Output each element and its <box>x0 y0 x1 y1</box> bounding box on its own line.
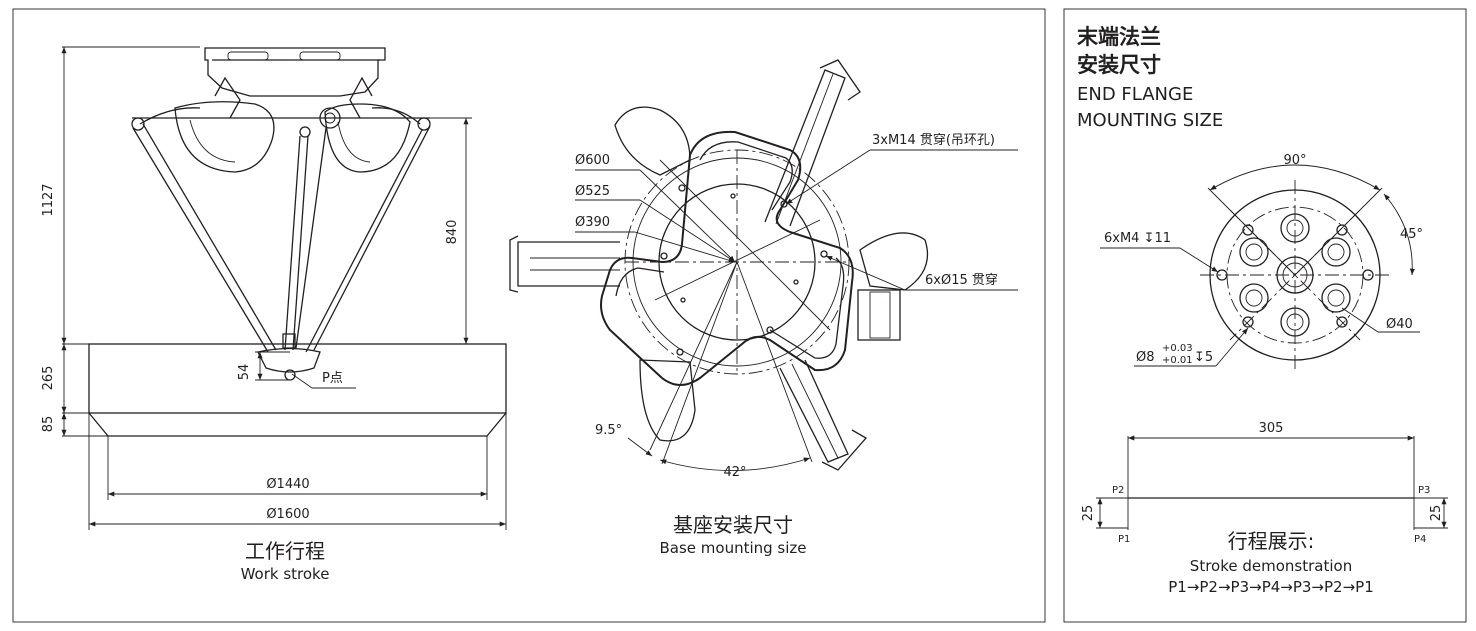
dim-25-right: 25 <box>1429 505 1444 522</box>
right-frame <box>1063 8 1467 623</box>
robot-body <box>131 47 431 381</box>
dim-85: 85 <box>41 416 56 433</box>
dim-54-group: 54 P点 <box>237 351 356 389</box>
dim-840-group: 840 <box>430 117 472 344</box>
pin-dia: Ø8 <box>1136 350 1155 365</box>
flange-m4-holes <box>1239 213 1351 337</box>
dim-54: 54 <box>237 364 252 381</box>
dia-1440: Ø1440 <box>266 477 309 492</box>
work-stroke-title-en: Work stroke <box>241 565 330 583</box>
base-plate-outline <box>600 130 854 386</box>
end-flange-view: 末端法兰 安装尺寸 END FLANGE MOUNTING SIZE <box>1077 25 1423 370</box>
flange-title-cn-1: 末端法兰 <box>1077 25 1161 49</box>
holes-m4: 6xM4 ↧11 <box>1104 231 1171 246</box>
angle-9-5: 9.5° <box>595 423 622 438</box>
angle-42: 42° <box>723 465 746 480</box>
work-stroke-title-cn: 工作行程 <box>245 539 325 563</box>
vertical-dims-left: 1127 265 85 <box>41 46 200 437</box>
dia-525: Ø525 <box>575 184 610 199</box>
stroke-demo-view: 305 25 25 P2 P1 P3 P4 行程展示: Stroke demon… <box>1081 421 1448 596</box>
dim-25-left: 25 <box>1081 505 1096 522</box>
base-mounting-title-cn: 基座安装尺寸 <box>673 513 793 537</box>
holes-15: 6xØ15 贯穿 <box>925 272 998 288</box>
pin-depth: ↧5 <box>1194 350 1213 365</box>
holes-m14: 3xM14 贯穿(吊环孔) <box>872 132 995 148</box>
dia-600: Ø600 <box>575 153 610 168</box>
stroke-sequence: P1→P2→P3→P4→P3→P2→P1 <box>1168 578 1374 596</box>
base-mounting-view: Ø600 Ø525 Ø390 3xM14 贯穿(吊环孔) 6xØ15 贯穿 9.… <box>509 59 1018 557</box>
dim-305: 305 <box>1259 421 1284 436</box>
dim-265: 265 <box>41 366 56 391</box>
label-p3: P3 <box>1418 485 1430 496</box>
angle-90: 90° <box>1283 153 1306 168</box>
dim-840: 840 <box>445 220 460 245</box>
angle-45: 45° <box>1400 227 1423 242</box>
workspace-envelope <box>88 343 507 437</box>
horizontal-dims: Ø1440 Ø1600 <box>88 413 507 530</box>
base-mounting-title-en: Base mounting size <box>659 539 806 557</box>
label-p2: P2 <box>1112 485 1124 496</box>
base-holes <box>660 184 828 356</box>
work-stroke-view: 1127 265 85 840 54 P点 Ø14 <box>41 46 507 583</box>
pin-tol-lower: +0.01 <box>1162 355 1193 366</box>
flange-title-cn-2: 安装尺寸 <box>1077 53 1161 77</box>
p-point-label: P点 <box>322 371 343 386</box>
left-frame <box>12 8 1046 623</box>
label-p4: P4 <box>1414 534 1426 545</box>
flange-title-en-1: END FLANGE <box>1077 84 1193 105</box>
stroke-title-en: Stroke demonstration <box>1190 557 1352 575</box>
dia-40: Ø40 <box>1386 317 1413 332</box>
flange-title-en-2: MOUNTING SIZE <box>1077 110 1223 131</box>
dia-1600: Ø1600 <box>266 507 309 522</box>
stroke-title-cn: 行程展示: <box>1228 529 1315 553</box>
label-p1: P1 <box>1118 534 1130 545</box>
dim-1127: 1127 <box>41 183 56 216</box>
base-arms <box>509 59 929 471</box>
pin-tol-upper: +0.03 <box>1162 343 1193 354</box>
dia-390: Ø390 <box>575 215 610 230</box>
flange-pin-holes <box>1216 224 1374 328</box>
